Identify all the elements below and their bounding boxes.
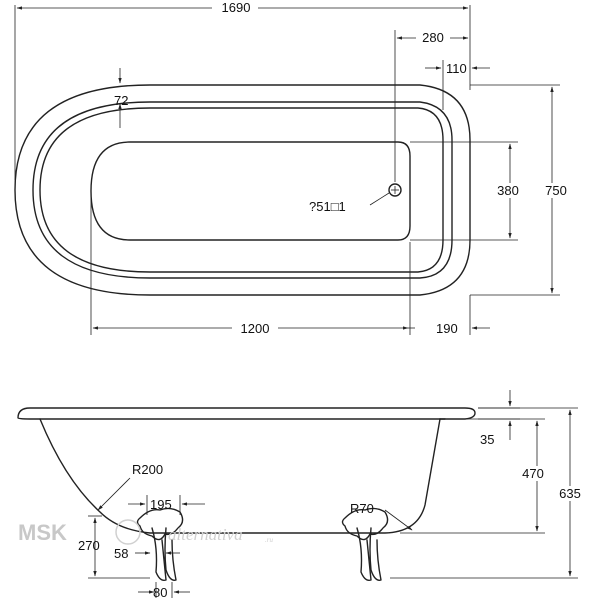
- left-foot: [136, 507, 184, 582]
- dim-foot-offset: 58: [114, 546, 128, 561]
- watermark: MSK alternativa .ru: [18, 519, 273, 545]
- dim-foot-width: 80: [153, 585, 167, 600]
- top-view: 1690 280 110 72 380: [14, 0, 570, 336]
- dim-radius-bottom: R200: [132, 462, 163, 477]
- dim-foot-height: 270: [78, 538, 100, 553]
- tub-rim-outline: [32, 101, 453, 279]
- dim-rim-thickness: 35: [480, 432, 494, 447]
- right-foot: [341, 507, 389, 582]
- dim-depth: 470: [522, 466, 544, 481]
- tub-rim-side: [17, 407, 476, 420]
- watermark-domain: .ru: [265, 536, 273, 544]
- dim-total-height: 635: [559, 486, 581, 501]
- dim-radius-side: R70: [350, 501, 374, 516]
- watermark-site: alternativa: [168, 525, 243, 544]
- drain-label: ?51□1: [309, 199, 346, 214]
- dim-end-rim: 190: [436, 321, 458, 336]
- dim-inner-length: 1200: [241, 321, 270, 336]
- dim-drain-offset: 110: [446, 61, 467, 76]
- tub-basin: [90, 141, 411, 241]
- dim-overall-width: 750: [545, 183, 567, 198]
- tub-outer-outline: [14, 84, 471, 296]
- dim-inner-width: 380: [497, 183, 519, 198]
- side-view: 35 470 635 R200 195: [17, 390, 589, 600]
- tub-inner-rim: [39, 107, 444, 273]
- drain-circle: [388, 183, 402, 197]
- dim-rim-width: 72: [114, 93, 128, 108]
- dim-overhang-width: 280: [422, 30, 444, 45]
- dim-foot-spacing: 195: [150, 497, 172, 512]
- dim-overall-length: 1690: [222, 0, 251, 15]
- watermark-brand: MSK: [18, 520, 67, 545]
